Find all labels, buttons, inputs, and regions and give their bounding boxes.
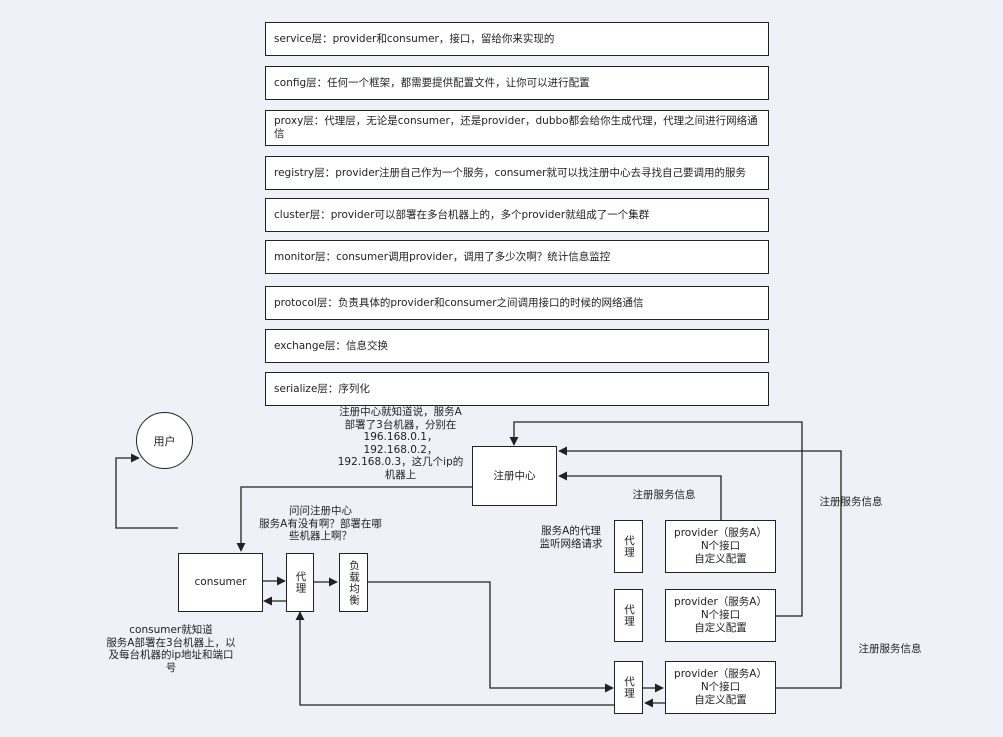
provider-title-1: provider（服务A） xyxy=(674,527,767,539)
layer-service: service层：provider和consumer，接口，留给你来实现的 xyxy=(265,22,769,56)
layer-proxy: proxy层：代理层，无论是consumer，还是provider，dubbo都… xyxy=(265,110,769,146)
register-info-label-2: 注册服务信息 xyxy=(819,496,883,508)
ask-registry-note: 问问注册中心 服务A有没有啊？部署在哪 些机器上啊？ xyxy=(259,505,382,542)
registry-note: 注册中心就知道说，服务A 部署了3台机器，分别在 196.168.0.1， 19… xyxy=(337,406,464,481)
layer-protocol: protocol层：负责具体的provider和consumer之间调用接口的时… xyxy=(265,286,769,320)
layer-cluster: cluster层：provider可以部署在多台机器上的，多个provider就… xyxy=(265,198,769,232)
provider-proxy-node-1: 代理 xyxy=(614,520,643,573)
register-line-3 xyxy=(558,446,842,689)
provider-config-2: 自定义配置 xyxy=(694,622,747,634)
provider-config-3: 自定义配置 xyxy=(694,694,747,706)
layer-monitor: monitor层：consumer调用provider，调用了多少次啊？统计信息… xyxy=(265,240,769,274)
loadbalance-node: 负载均衡 xyxy=(339,553,368,612)
provider-node-1: provider（服务A） N个接口 自定义配置 xyxy=(665,520,776,573)
user-node: 用户 xyxy=(136,412,193,469)
consumer-proxy-label: 代理 xyxy=(294,571,307,594)
return-line xyxy=(295,611,614,706)
provider-title-3: provider（服务A） xyxy=(674,668,767,680)
layer-registry: registry层：provider注册自己作为一个服务，consumer就可以… xyxy=(265,156,769,190)
register-line-1 xyxy=(558,471,722,520)
provider-interfaces-2: N个接口 xyxy=(700,609,741,621)
register-line-2 xyxy=(509,421,803,617)
provider-config-1: 自定义配置 xyxy=(694,553,747,565)
loadbalance-label: 负载均衡 xyxy=(348,559,360,606)
provider-interfaces-1: N个接口 xyxy=(700,540,741,552)
provider-node-2: provider（服务A） N个接口 自定义配置 xyxy=(665,589,776,642)
registry-label: 注册中心 xyxy=(493,469,536,482)
consumer-node: consumer xyxy=(178,553,263,612)
consumer-proxy-node: 代理 xyxy=(286,553,314,612)
provider-node-3: provider（服务A） N个接口 自定义配置 xyxy=(665,661,776,714)
provider-proxy-node-2: 代理 xyxy=(614,589,643,642)
registry-node: 注册中心 xyxy=(472,446,557,506)
consumer-knows-note: consumer就知道 服务A部署在3台机器上，以 及每台机器的ip地址和端口 … xyxy=(106,624,236,674)
provider-proxy-label-2: 代理 xyxy=(623,604,635,627)
lb-to-proxy-line xyxy=(368,581,614,693)
proxy-listen-note: 服务A的代理 监听网络请求 xyxy=(539,525,603,550)
layer-config: config层：任何一个框架，都需要提供配置文件，让你可以进行配置 xyxy=(265,66,769,100)
provider-proxy-label-1: 代理 xyxy=(623,535,635,558)
registry-to-consumer-line xyxy=(236,486,472,552)
user-label: 用户 xyxy=(153,434,176,448)
provider-proxy-node-3: 代理 xyxy=(614,661,643,714)
layer-exchange: exchange层：信息交换 xyxy=(265,329,769,363)
register-info-label-1: 注册服务信息 xyxy=(632,489,696,501)
layer-serialize: serialize层：序列化 xyxy=(265,372,769,406)
provider-proxy-label-3: 代理 xyxy=(623,676,635,699)
provider-interfaces-3: N个接口 xyxy=(700,681,741,693)
register-info-label-3: 注册服务信息 xyxy=(858,643,922,655)
consumer-to-user-line xyxy=(115,453,178,529)
consumer-label: consumer xyxy=(194,576,247,588)
provider-title-2: provider（服务A） xyxy=(674,596,767,608)
